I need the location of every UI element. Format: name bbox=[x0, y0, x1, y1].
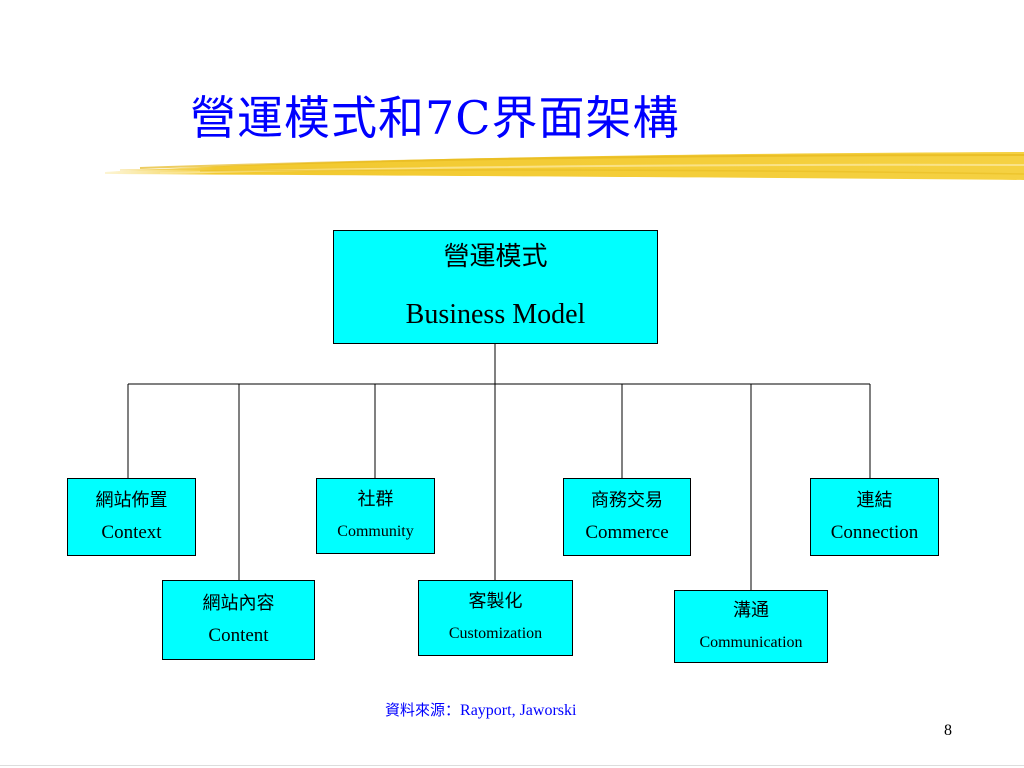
community-en: Community bbox=[337, 523, 414, 540]
business-model-box: 營運模式 Business Model bbox=[333, 230, 658, 344]
communication-box: 溝通 Communication bbox=[674, 590, 828, 663]
customization-box: 客製化 Customization bbox=[418, 580, 573, 656]
commerce-box: 商務交易 Commerce bbox=[563, 478, 691, 556]
content-zh: 網站內容 bbox=[202, 593, 275, 614]
customization-en: Customization bbox=[448, 625, 543, 642]
communication-en: Communication bbox=[699, 633, 803, 651]
connection-box: 連結 Connection bbox=[810, 478, 939, 556]
community-zh: 社群 bbox=[357, 489, 394, 510]
connection-en: Connection bbox=[830, 522, 919, 543]
commerce-en: Commerce bbox=[585, 522, 669, 543]
source-citation: 資料來源：Rayport, Jaworski bbox=[385, 699, 576, 720]
content-en: Content bbox=[208, 625, 269, 646]
source-authors: Rayport, Jaworski bbox=[460, 702, 577, 719]
context-zh: 網站佈置 bbox=[95, 490, 168, 511]
source-label: 資料來源： bbox=[385, 701, 461, 719]
communication-zh: 溝通 bbox=[733, 599, 769, 621]
connection-zh: 連結 bbox=[856, 490, 893, 511]
content-box: 網站內容 Content bbox=[162, 580, 315, 660]
bottom-divider bbox=[0, 765, 1024, 766]
commerce-zh: 商務交易 bbox=[591, 490, 663, 511]
context-box: 網站佈置 Context bbox=[67, 478, 196, 556]
business-model-en: Business Model bbox=[405, 299, 586, 330]
page-number: 8 bbox=[944, 722, 952, 739]
business-model-zh: 營運模式 bbox=[443, 242, 548, 272]
customization-zh: 客製化 bbox=[468, 591, 523, 612]
yellow-brush-underline bbox=[105, 152, 1024, 180]
community-box: 社群 Community bbox=[316, 478, 435, 554]
context-en: Context bbox=[101, 522, 162, 543]
slide-title: 營運模式和7C界面架構 bbox=[190, 91, 680, 145]
